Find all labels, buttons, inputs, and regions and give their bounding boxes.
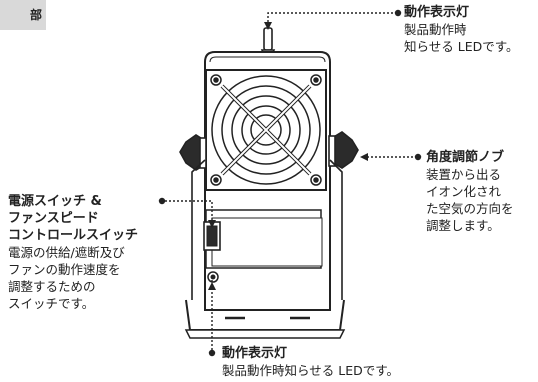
power-switch-callout: 電源スイッチ & ファンスピード コントロールスイッチ 電源の供給/遮断及び フ…	[8, 193, 138, 312]
top-led-callout: 動作表示灯 製品動作時 知らせる LEDです。	[404, 4, 518, 55]
side-brackets	[191, 159, 343, 300]
angle-knob-desc-line: イオン化され	[426, 184, 502, 199]
top-led-stem	[260, 27, 276, 56]
angle-knob-callout: 角度調節ノブ 装置から出る イオン化され た空気の方向を 調整します。	[426, 149, 514, 234]
power-switch-desc-line: ファンの動作速度を	[8, 262, 121, 277]
power-switch-desc-line: 電源の供給/遮断及び	[8, 245, 125, 260]
fan	[205, 69, 327, 191]
angle-knob-title: 角度調節ノブ	[426, 150, 505, 165]
section-tag: 部	[0, 0, 46, 30]
lower-panel	[203, 209, 323, 283]
leader-arrows	[208, 22, 368, 290]
power-switch-title-line: 電源スイッチ &	[8, 194, 102, 209]
left-angle-knob	[179, 134, 207, 171]
power-switch-desc-line: スイッチです。	[8, 296, 95, 311]
angle-knob-desc-line: 調整します。	[426, 218, 500, 233]
bottom-led-desc: 製品動作時知らせる LEDです。	[222, 363, 399, 378]
angle-knob-desc-line: た空気の方向を	[426, 201, 514, 216]
top-led-desc-line: 製品動作時	[404, 22, 467, 37]
power-switch-desc-line: 調整するための	[8, 279, 96, 294]
power-switch-title-line: ファンスピード	[8, 211, 99, 226]
fan-screws	[210, 74, 322, 186]
leader-dots	[158, 9, 422, 357]
power-switch-title-line: コントロールスイッチ	[8, 228, 139, 243]
leader-lines	[165, 12, 415, 350]
base-stand	[184, 299, 346, 339]
angle-knob-desc-line: 装置から出る	[426, 167, 502, 182]
top-led-title: 動作表示灯	[404, 5, 470, 20]
bottom-led-title: 動作表示灯	[222, 346, 288, 361]
bottom-led-callout: 動作表示灯 製品動作時知らせる LEDです。	[222, 345, 399, 379]
top-led-desc-line: 知らせる LEDです。	[404, 39, 519, 54]
